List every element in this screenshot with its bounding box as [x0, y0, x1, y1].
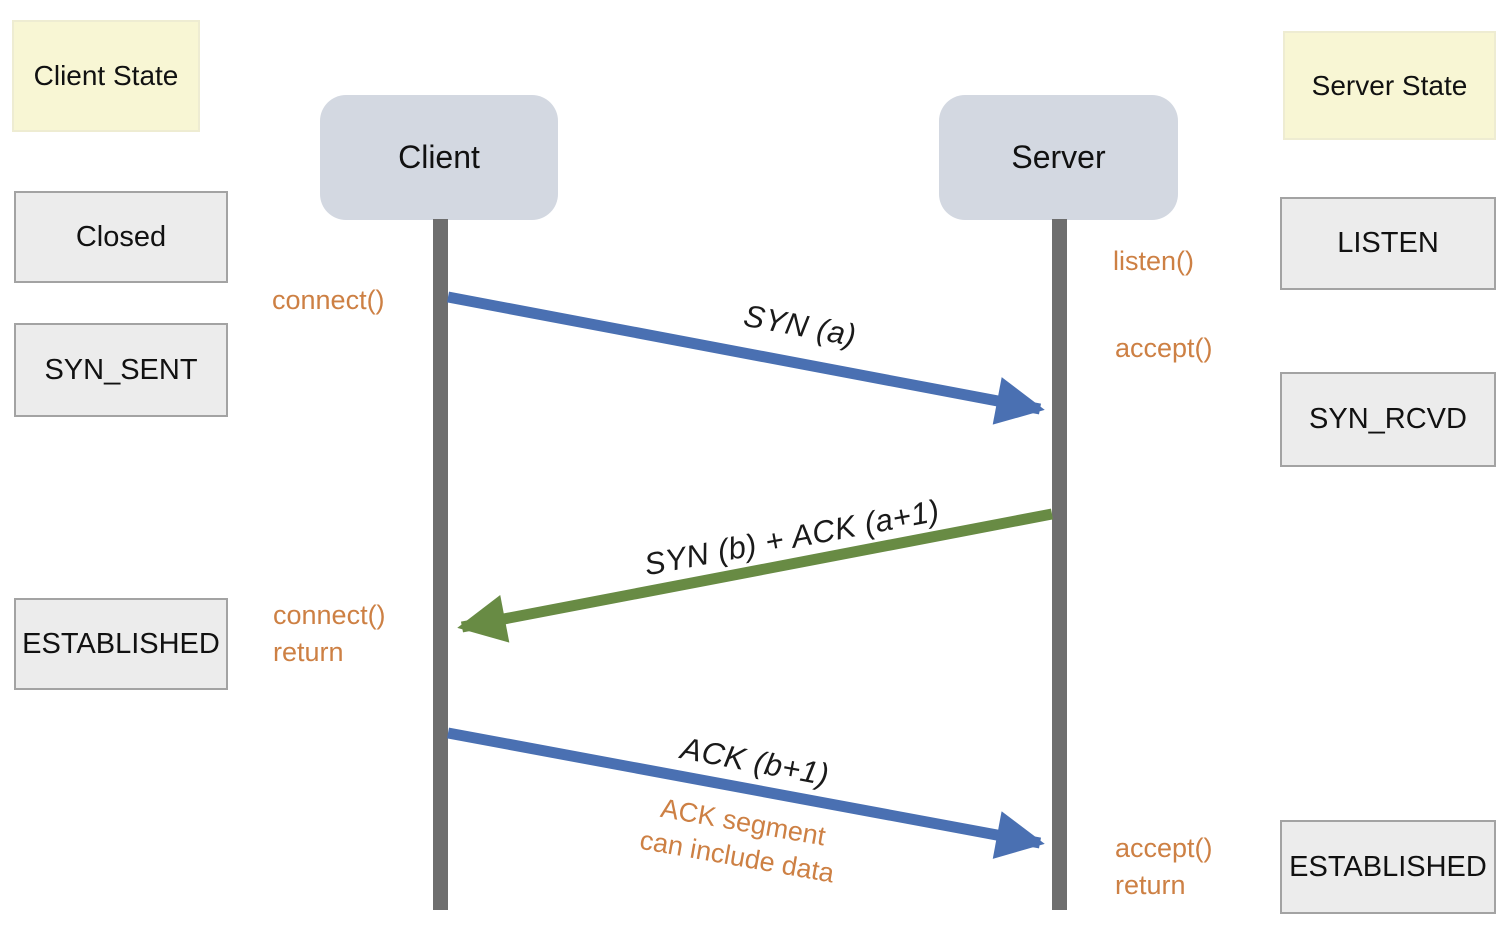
- state-box-syn-rcvd: SYN_RCVD: [1280, 372, 1496, 467]
- state-established-client-label: ESTABLISHED: [22, 627, 220, 660]
- state-box-established-client: ESTABLISHED: [14, 598, 228, 690]
- client-state-legend-label: Client State: [33, 60, 179, 91]
- actor-server-label: Server: [1011, 139, 1106, 175]
- state-listen-label: LISTEN: [1337, 227, 1439, 259]
- lifeline-server: [1052, 219, 1067, 910]
- state-box-listen: LISTEN: [1280, 197, 1496, 290]
- message-arrow-syn: [446, 291, 1045, 425]
- annotation-connect: connect(): [272, 285, 385, 315]
- server-state-legend: Server State: [1283, 31, 1496, 140]
- state-syn-rcvd-label: SYN_RCVD: [1309, 403, 1467, 435]
- state-box-syn-sent: SYN_SENT: [14, 323, 228, 417]
- actor-client: Client: [320, 95, 558, 220]
- message-arrow-ack: [446, 727, 1045, 859]
- server-state-legend-label: Server State: [1311, 69, 1468, 101]
- state-closed-label: Closed: [75, 220, 167, 253]
- actor-server: Server: [939, 95, 1178, 220]
- state-established-server-label: ESTABLISHED: [1289, 850, 1487, 883]
- annotation-accept-return: accept() return: [1115, 833, 1213, 901]
- annotation-listen: listen(): [1113, 246, 1195, 276]
- state-box-closed: Closed: [14, 191, 228, 283]
- client-state-legend: Client State: [12, 20, 200, 132]
- annotation-accept: accept(): [1115, 333, 1213, 363]
- lifeline-client: [433, 219, 448, 910]
- state-box-established-server: ESTABLISHED: [1280, 820, 1496, 914]
- actor-client-label: Client: [398, 139, 480, 175]
- annotation-connect-return: connect() return: [273, 600, 386, 668]
- state-syn-sent-label: SYN_SENT: [44, 353, 198, 386]
- message-arrow-synack: [457, 508, 1054, 643]
